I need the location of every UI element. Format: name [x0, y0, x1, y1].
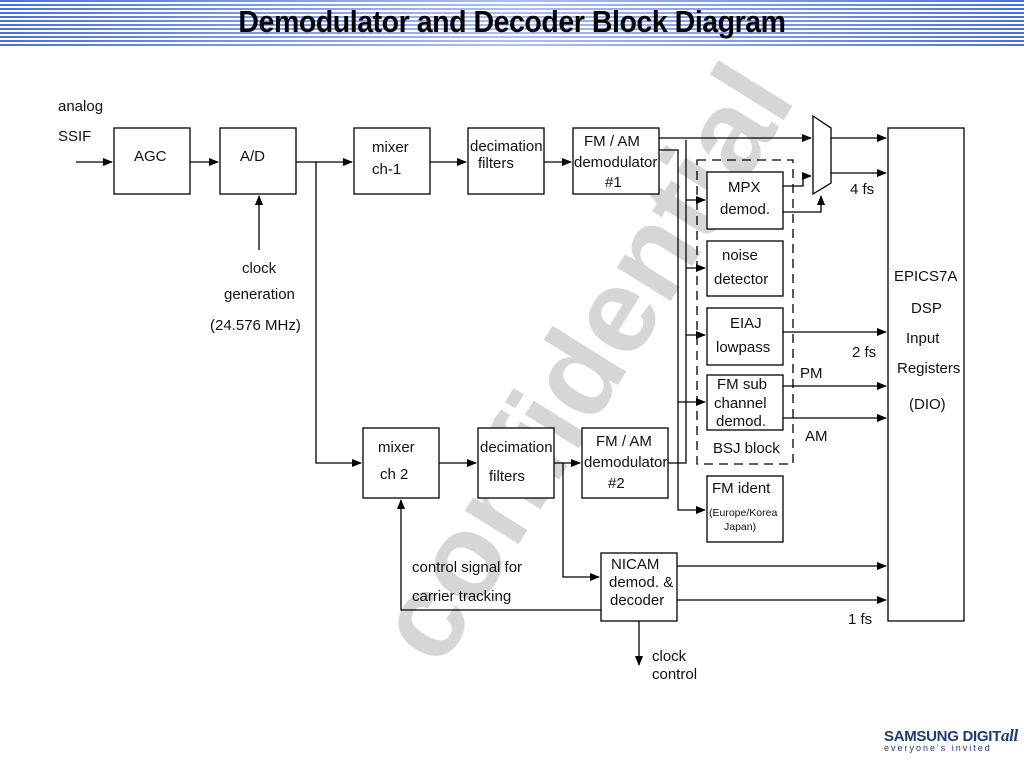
noise-label-2: detector	[714, 271, 768, 288]
eiaj-label-1: EIAJ	[730, 315, 762, 332]
mixer1-block	[353, 127, 431, 195]
decimation2-label-2: filters	[489, 468, 525, 485]
clock-gen-label-1: clock	[242, 260, 277, 277]
fmam-demod1-block	[572, 127, 660, 195]
mpx-label-2: demod.	[720, 201, 770, 218]
control-signal-label-1: control signal for	[412, 559, 522, 576]
decimation2-block	[477, 427, 555, 499]
fmam1-label-3: #1	[605, 174, 622, 191]
dsp-label-4: Registers	[897, 360, 960, 377]
logo-tagline: everyone's invited	[884, 743, 992, 753]
fmam2-label-3: #2	[608, 475, 625, 492]
clock-gen-label-2: generation	[224, 286, 295, 303]
mpx-block	[706, 171, 784, 230]
noise-detector-block	[706, 240, 784, 297]
multiplexer	[812, 114, 832, 196]
bsj-dashed-block	[696, 159, 794, 465]
input-label-analog: analog	[58, 98, 103, 115]
fmsub-label-2: channel	[714, 395, 767, 412]
fmam2-label-2: demodulator	[584, 454, 667, 471]
logo-brand: SAMSUNG DIGIT	[884, 728, 1001, 745]
control-signal-label-2: carrier tracking	[412, 588, 511, 605]
input-label-ssif: SSIF	[58, 128, 91, 145]
fm-ident-label-2: (Europe/Korea	[709, 507, 777, 519]
fmam2-label-1: FM / AM	[596, 433, 652, 450]
fmsub-label-1: FM sub	[717, 376, 767, 393]
decimation1-block	[467, 127, 545, 195]
decimation1-label-1: decimation	[470, 138, 543, 155]
mixer2-block	[362, 427, 440, 499]
fm-ident-label-1: FM ident	[712, 480, 771, 497]
title-bar-shading	[0, 0, 1024, 48]
samsung-logo: SAMSUNG DIGITall everyone's invited	[884, 726, 1020, 753]
clock-gen-label-3: (24.576 MHz)	[210, 317, 301, 334]
fm-ident-block	[706, 475, 784, 543]
fmam1-label-1: FM / AM	[584, 133, 640, 150]
am-label: AM	[805, 428, 828, 445]
pm-label: PM	[800, 365, 823, 382]
fs4-label: 4 fs	[850, 181, 874, 198]
decimation2-label-1: decimation	[480, 439, 553, 456]
logo-brand-suffix: all	[1000, 726, 1018, 745]
nicam-label-1: NICAM	[611, 556, 659, 573]
agc-block	[113, 127, 191, 195]
mixer2-label-2: ch 2	[380, 466, 408, 483]
agc-label: AGC	[134, 148, 167, 165]
adc-block	[219, 127, 297, 195]
mixer1-label-2: ch-1	[372, 161, 401, 178]
adc-label: A/D	[240, 148, 265, 165]
clock-control-label-2: control	[652, 666, 697, 683]
fm-sub-block	[706, 374, 784, 431]
dsp-block	[887, 127, 965, 622]
fs1-label: 1 fs	[848, 611, 872, 628]
eiaj-block	[706, 307, 784, 366]
fm-ident-label-3: Japan)	[724, 521, 756, 533]
fmam1-label-2: demodulator	[574, 154, 657, 171]
page-title: Demodulator and Decoder Block Diagram	[238, 4, 786, 39]
clock-control-label-1: clock	[652, 648, 687, 665]
mixer2-label-1: mixer	[378, 439, 415, 456]
fs2-label: 2 fs	[852, 344, 876, 361]
fmam-demod2-block	[581, 427, 669, 499]
dsp-label-1: EPICS7A	[894, 268, 957, 285]
eiaj-label-2: lowpass	[716, 339, 770, 356]
dsp-label-5: (DIO)	[909, 396, 946, 413]
mixer1-label-1: mixer	[372, 139, 409, 156]
dsp-label-2: DSP	[911, 300, 942, 317]
nicam-label-3: decoder	[610, 592, 664, 609]
dsp-label-3: Input	[906, 330, 940, 347]
decimation1-label-2: filters	[478, 155, 514, 172]
mpx-label-1: MPX	[728, 179, 761, 196]
noise-label-1: noise	[722, 247, 758, 264]
fmsub-label-3: demod.	[716, 413, 766, 430]
bsj-label: BSJ block	[713, 440, 780, 457]
nicam-label-2: demod. &	[609, 574, 673, 591]
